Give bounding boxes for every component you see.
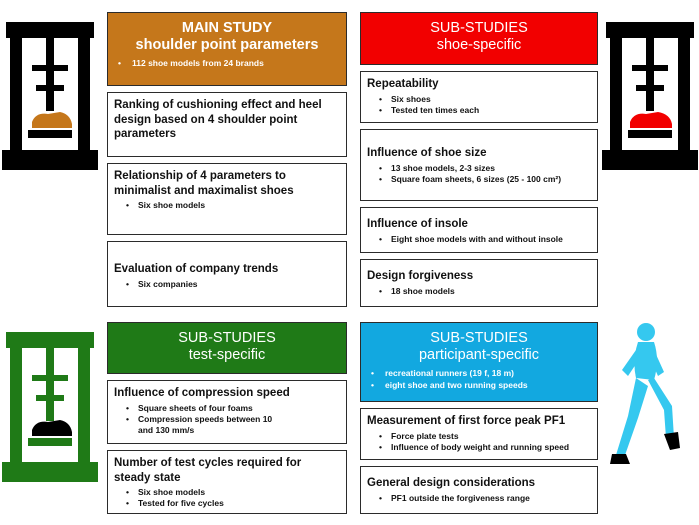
list-item: Square sheets of four foams: [126, 403, 346, 414]
insole-box: Influence of insole Eight shoe models wi…: [360, 207, 598, 253]
shoe-specific-subtitle: shoe-specific: [436, 37, 522, 53]
repeatability-title: Repeatability: [367, 78, 439, 90]
company-trends-box: Evaluation of company trends Six compani…: [107, 241, 347, 307]
test-machine-red-shoe-icon: [602, 22, 698, 170]
shoe-icon: [32, 420, 72, 436]
ranking-box: Ranking of cushioning effect and heel de…: [107, 92, 347, 157]
shoe-icon: [630, 112, 672, 128]
list-item: Six shoe models: [126, 200, 346, 211]
main-study-bullet: 112 shoe models from 24 brands: [118, 57, 346, 69]
list-item: 13 shoe models, 2-3 sizes: [379, 163, 597, 174]
list-item: Force plate tests: [379, 431, 597, 442]
test-cycles-box: Number of test cycles required for stead…: [107, 450, 347, 514]
test-machine-green-icon: [2, 332, 98, 482]
repeatability-box: Repeatability Six shoes Tested ten times…: [360, 71, 598, 123]
shoe-icon: [32, 112, 72, 128]
main-study-title: MAIN STUDY: [181, 20, 273, 36]
participant-specific-header: SUB-STUDIES participant-specific recreat…: [360, 322, 598, 402]
shoe-specific-header: SUB-STUDIES shoe-specific: [360, 12, 598, 65]
shoe-size-title: Influence of shoe size: [367, 147, 487, 159]
design-considerations-box: General design considerations PF1 outsid…: [360, 466, 598, 514]
insole-title: Influence of insole: [367, 218, 468, 230]
design-forgiveness-title: Design forgiveness: [367, 270, 474, 282]
list-item: 18 shoe models: [379, 286, 597, 297]
test-machine-orange-shoe-icon: [2, 22, 98, 170]
test-specific-header: SUB-STUDIES test-specific: [107, 322, 347, 374]
list-item: Compression speeds between 10 and 130 mm…: [126, 414, 346, 436]
shoe-specific-title: SUB-STUDIES: [430, 20, 528, 36]
first-force-peak-box: Measurement of first force peak PF1 Forc…: [360, 408, 598, 460]
participant-specific-title: SUB-STUDIES: [430, 330, 528, 346]
test-specific-title: SUB-STUDIES: [178, 330, 276, 346]
list-item: Six shoe models: [126, 487, 346, 498]
list-item: eight shoe and two running speeds: [371, 379, 597, 391]
list-item: Six companies: [126, 279, 346, 290]
design-forgiveness-box: Design forgiveness 18 shoe models: [360, 259, 598, 307]
main-study-header: MAIN STUDY shoulder point parameters 112…: [107, 12, 347, 86]
list-item: PF1 outside the forgiveness range: [379, 493, 597, 504]
shoe-size-box: Influence of shoe size 13 shoe models, 2…: [360, 129, 598, 201]
list-item: Influence of body weight and running spe…: [379, 442, 597, 453]
list-item: Square foam sheets, 6 sizes (25 - 100 cm…: [379, 174, 597, 185]
list-item: Tested ten times each: [379, 105, 597, 116]
relationship-box: Relationship of 4 parameters to minimali…: [107, 163, 347, 235]
design-considerations-title: General design considerations: [367, 477, 536, 489]
list-item: recreational runners (19 f, 18 m): [371, 367, 597, 379]
compression-speed-title: Influence of compression speed: [114, 387, 290, 399]
first-force-peak-title: Measurement of first force peak PF1: [367, 415, 566, 427]
list-item: Tested for five cycles: [126, 498, 346, 509]
test-cycles-title: Number of test cycles required for stead…: [114, 457, 302, 484]
participant-specific-subtitle: participant-specific: [418, 347, 540, 363]
list-item: Six shoes: [379, 94, 597, 105]
ranking-title: Ranking of cushioning effect and heel de…: [114, 99, 322, 140]
list-item: Eight shoe models with and without insol…: [379, 234, 597, 245]
main-study-subtitle: shoulder point parameters: [135, 37, 319, 53]
relationship-title: Relationship of 4 parameters to minimali…: [114, 170, 294, 197]
runner-icon: [610, 323, 680, 464]
company-trends-title: Evaluation of company trends: [114, 263, 279, 275]
compression-speed-box: Influence of compression speed Square sh…: [107, 380, 347, 444]
test-specific-subtitle: test-specific: [188, 347, 266, 363]
